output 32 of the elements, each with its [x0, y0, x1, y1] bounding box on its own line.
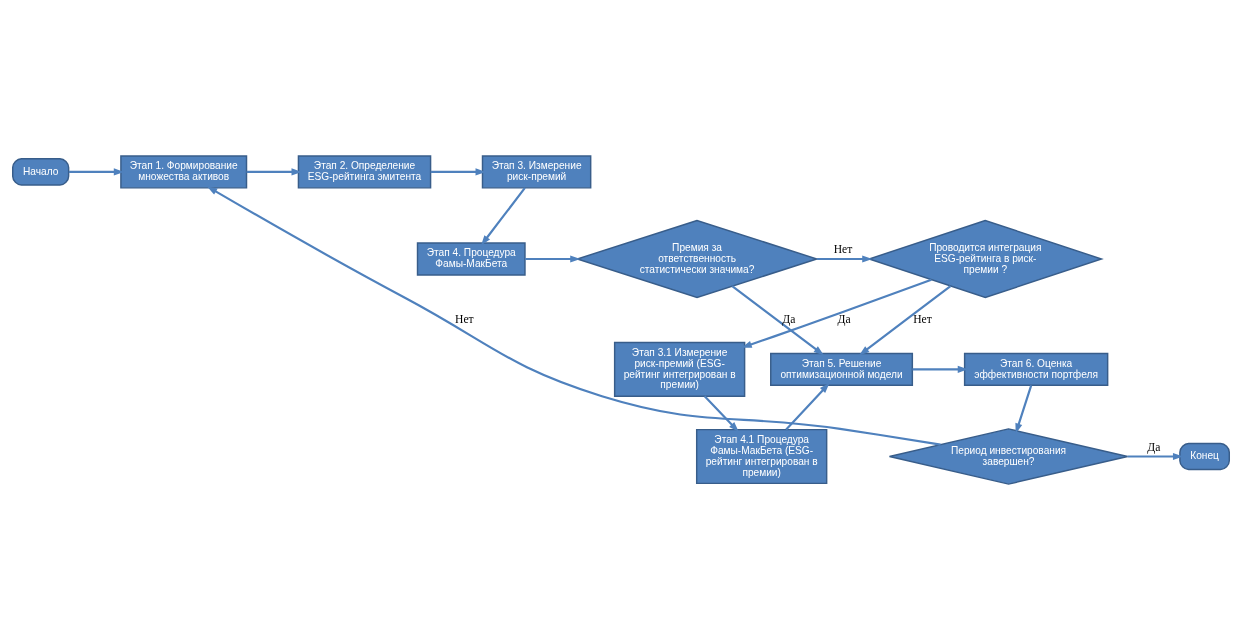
- edge-label: Да: [837, 312, 851, 326]
- node-diamond: Период инвестирования завершен?: [888, 427, 1129, 485]
- arrow: [859, 284, 952, 355]
- node-box: Этап 6. Оценка эффективности портфеля: [963, 352, 1109, 386]
- arrow: [246, 167, 302, 175]
- arrow: [481, 186, 526, 245]
- node-box: Этап 4.1 Процедура Фамы-МакБета (ESG-рейтинг интегрирован в премии): [695, 428, 828, 484]
- arrow: [525, 254, 581, 263]
- arrow: [430, 167, 486, 175]
- node-box: Конец: [1179, 442, 1230, 470]
- arrow: [207, 185, 941, 446]
- arrow: [731, 284, 824, 355]
- arrow: [1127, 452, 1184, 460]
- node-box: Этап 4. Процедура Фамы-МакБета: [416, 241, 526, 276]
- node-box: Начало: [12, 157, 70, 186]
- edge-label: Нет: [833, 242, 853, 256]
- node-box: Этап 2. Определение ESG-рейтинга эмитента: [297, 154, 432, 189]
- edge-label: Да: [782, 312, 796, 326]
- arrow: [817, 254, 873, 263]
- edge-label: Нет: [455, 312, 474, 326]
- edge-label: Нет: [913, 312, 932, 326]
- arrow: [703, 395, 739, 432]
- arrow: [68, 167, 124, 175]
- arrow: [912, 365, 968, 373]
- arrow: [1015, 384, 1033, 434]
- node-box: Этап 1. Формирование множества активов: [120, 154, 248, 189]
- arrow: [785, 382, 830, 430]
- node-box: Этап 3. Измерение риск-премий: [481, 154, 592, 189]
- arrow: [741, 278, 932, 348]
- node-box: Этап 3.1 Измерение риск-премий (ESG-рейтинг интегрирован в премии): [613, 341, 746, 397]
- edge-label: Да: [1147, 440, 1161, 454]
- node-box: Этап 5. Решение оптимизационной модели: [770, 352, 914, 386]
